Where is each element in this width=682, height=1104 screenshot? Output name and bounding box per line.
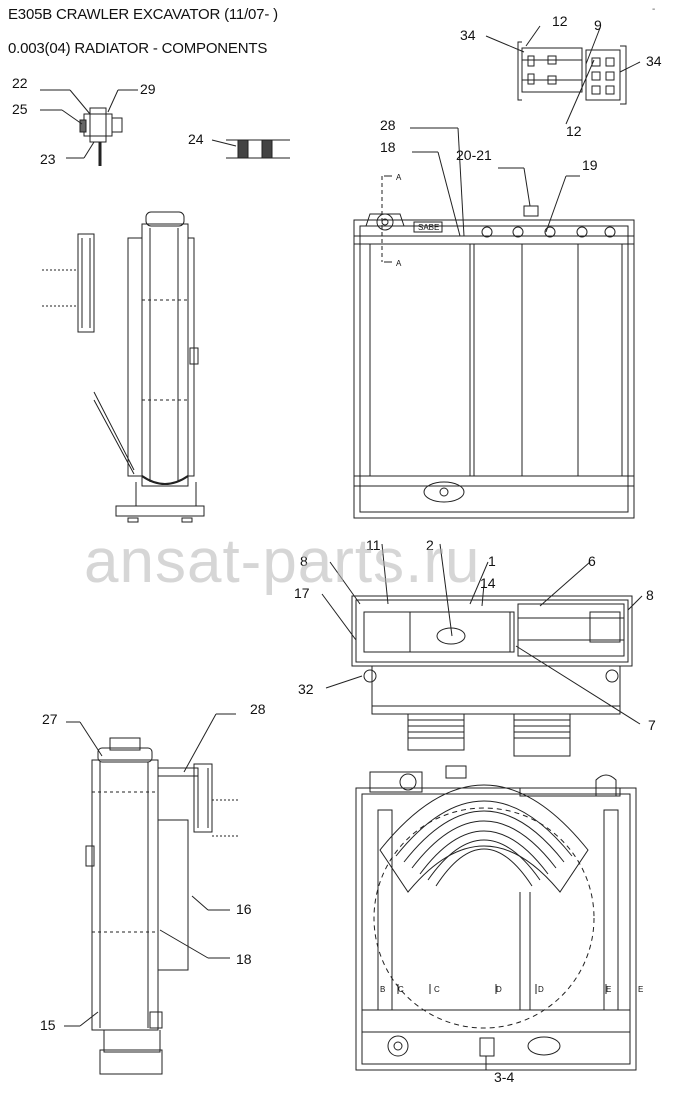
bushing-detail (211, 139, 290, 159)
callout-20-21: 20-21 (456, 147, 492, 163)
view-mark-d1: D (496, 985, 502, 994)
callout-15: 15 (40, 1017, 56, 1033)
callout-11: 11 (366, 537, 381, 553)
callout-7: 7 (648, 717, 656, 733)
callout-18-upper: 18 (380, 139, 396, 155)
callout-28-lower: 28 (250, 701, 266, 717)
callout-12-top: 12 (552, 13, 568, 29)
callout-27: 27 (42, 711, 58, 727)
callout-6: 6 (588, 553, 596, 569)
side-view-lower (64, 713, 238, 1075)
view-mark-c1: C (398, 985, 404, 994)
diagram-title: E305B CRAWLER EXCAVATOR (11/07- ) (8, 6, 278, 23)
callout-2: 2 (426, 537, 434, 553)
view-mark-d2: D (538, 985, 544, 994)
callout-8-right: 8 (646, 587, 654, 603)
callout-18-lower: 18 (236, 951, 252, 967)
callout-34-left: 34 (460, 27, 476, 43)
callout-32: 32 (298, 681, 314, 697)
corner-mark: - (652, 4, 656, 15)
view-mark-c2: C (434, 985, 440, 994)
callout-28-upper: 28 (380, 117, 396, 133)
callout-23: 23 (40, 151, 56, 167)
radiator-front-view: SABE A A (353, 127, 635, 519)
callout-3-4: 3-4 (494, 1069, 514, 1085)
fastener-detail (40, 89, 138, 166)
view-mark-e1: E (606, 985, 611, 994)
clip-detail (485, 25, 641, 125)
callout-16: 16 (236, 901, 252, 917)
callout-22: 22 (12, 75, 28, 91)
callout-17: 17 (294, 585, 310, 601)
sabe-plate: SABE (418, 223, 439, 232)
section-mark-a-bottom: A (396, 259, 402, 268)
callout-labels: 12 9 34 34 12 22 29 25 23 24 28 18 20-21… (12, 13, 662, 1085)
callout-34-right: 34 (646, 53, 662, 69)
callout-25: 25 (12, 101, 28, 117)
callout-24: 24 (188, 131, 204, 147)
callout-1: 1 (488, 553, 496, 569)
callout-12-bottom: 12 (566, 123, 582, 139)
view-mark-e2: E (638, 985, 643, 994)
callout-19: 19 (582, 157, 598, 173)
side-view-upper (42, 211, 205, 523)
radiator-rear-view: B C C D D E E (355, 765, 643, 1071)
section-title: 0.003(04) RADIATOR - COMPONENTS (8, 40, 268, 57)
view-mark-b: B (380, 985, 385, 994)
callout-14: 14 (480, 575, 496, 591)
callout-29: 29 (140, 81, 156, 97)
radiator-top-view (321, 543, 643, 757)
callout-8-left: 8 (300, 553, 308, 569)
callout-9: 9 (594, 17, 602, 33)
section-mark-a-top: A (396, 173, 402, 182)
